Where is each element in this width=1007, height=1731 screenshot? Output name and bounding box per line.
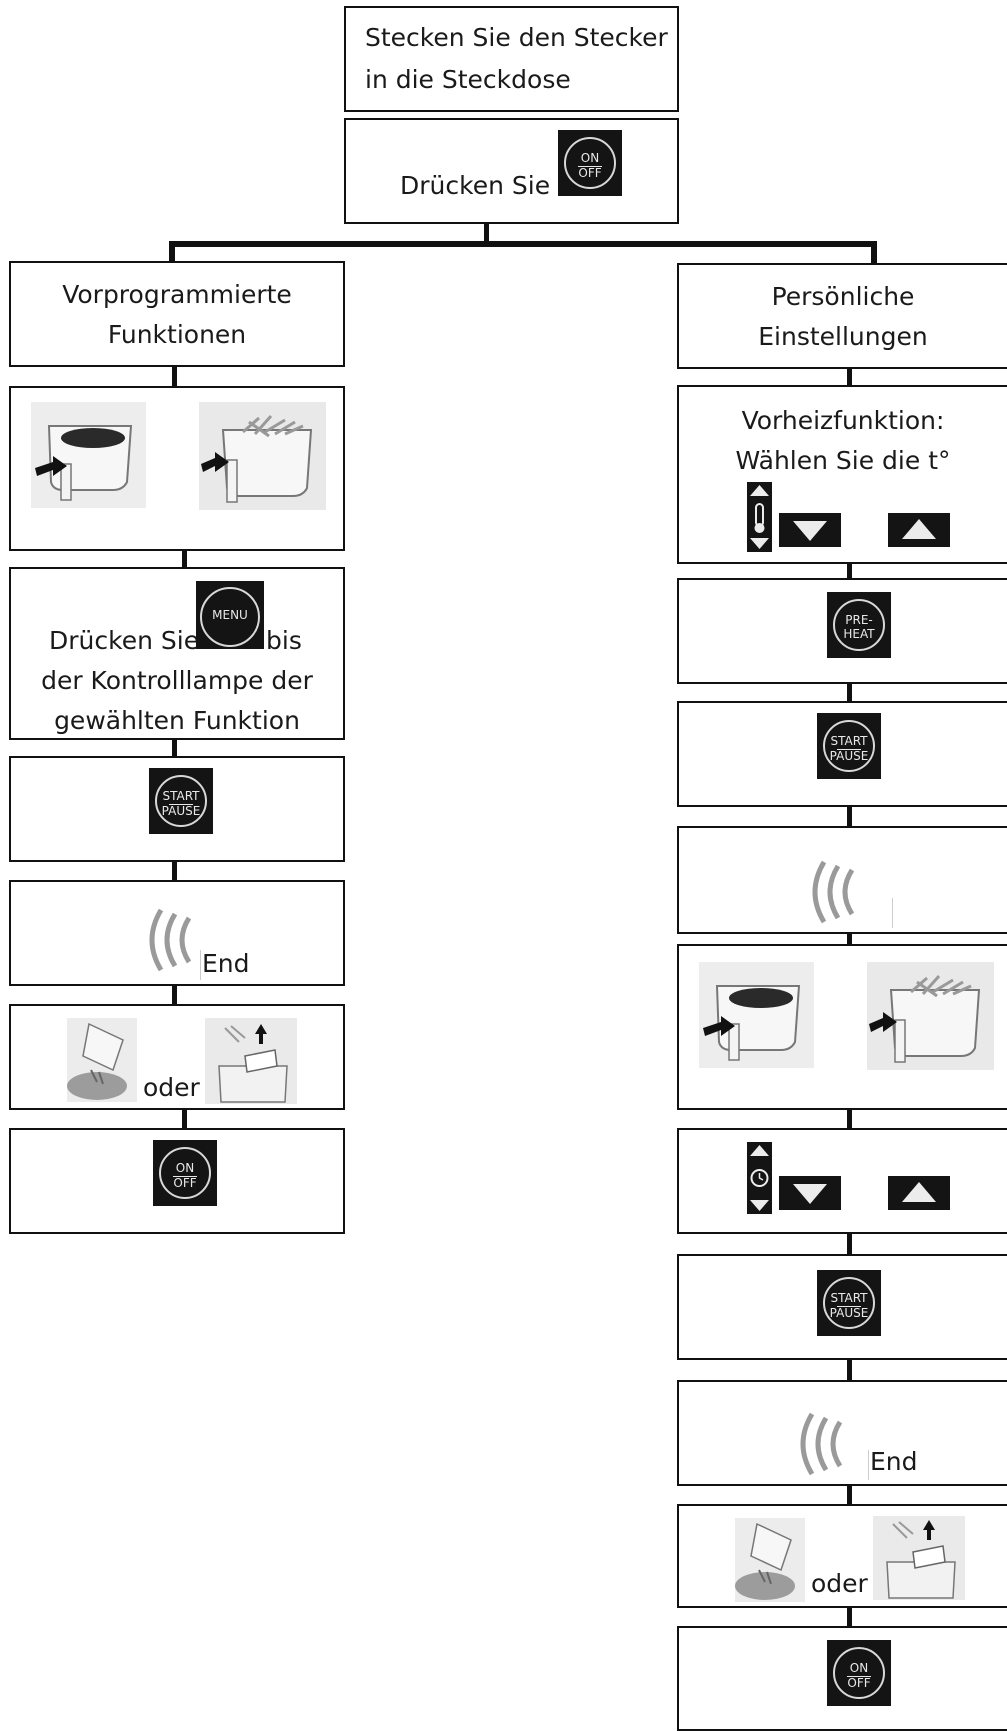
connector	[847, 806, 852, 828]
start-pause-step-left: START PAUSE	[9, 756, 345, 862]
on-off-button-icon: ON OFF	[153, 1140, 217, 1206]
timer-step	[677, 1128, 1007, 1234]
menu-text-line2: der Kontrolllampe der	[41, 666, 313, 695]
press-label: Drücken Sie	[400, 171, 551, 200]
empty-basket-image	[67, 1018, 137, 1102]
basket-with-fries-image	[867, 962, 994, 1070]
connector	[484, 222, 489, 244]
start-pause-button-icon: START PAUSE	[817, 1270, 881, 1336]
connector-horizontal	[169, 241, 877, 247]
preheat-button-icon: PRE- HEAT	[827, 592, 891, 658]
connector	[182, 549, 187, 569]
sound-waves-icon	[149, 908, 192, 972]
lift-basket-image	[205, 1018, 297, 1104]
clock-icon	[747, 1142, 772, 1214]
start-pause-button-icon: START PAUSE	[149, 768, 213, 834]
connector	[182, 1108, 187, 1130]
right-title-line2: Einstellungen	[758, 322, 928, 351]
temp-up-arrow-icon	[888, 513, 950, 547]
signal-divider	[892, 898, 893, 928]
connector	[847, 932, 852, 946]
on-off-button-icon: ON OFF	[558, 130, 622, 196]
plug-in-line1: Stecken Sie den Stecker	[365, 23, 668, 52]
start-pause-step-right-1: START PAUSE	[677, 701, 1007, 807]
connector	[847, 683, 852, 703]
connector	[847, 1232, 852, 1256]
end-signal-step-right: End	[677, 1380, 1007, 1486]
plug-in-step: Stecken Sie den Stecker in die Steckdose	[344, 6, 679, 112]
connector	[847, 1108, 852, 1130]
preprogrammed-functions-header: Vorprogrammierte Funktionen	[9, 261, 345, 367]
thermometer-icon	[747, 482, 772, 552]
preheat-line2: Wählen Sie die t°	[735, 446, 951, 475]
menu-select-step: Drücken Sie MENU bis der Kontrolllampe d…	[9, 567, 345, 740]
connector	[847, 1484, 852, 1504]
preheat-button-step: PRE- HEAT	[677, 578, 1007, 684]
lift-basket-image	[873, 1516, 965, 1600]
sound-waves-icon	[800, 1412, 843, 1476]
plug-in-line2: in die Steckdose	[365, 65, 571, 94]
connector	[172, 365, 177, 388]
start-pause-button-icon: START PAUSE	[817, 713, 881, 779]
left-title-line2: Funktionen	[107, 320, 247, 349]
or-label-left: oder	[143, 1073, 200, 1102]
end-divider	[200, 950, 201, 980]
press-power-step: Drücken Sie ON OFF	[344, 118, 679, 224]
connector	[172, 738, 177, 758]
connector	[847, 562, 852, 580]
end-signal-step-left: End	[9, 880, 345, 986]
basket-with-fries-image	[199, 402, 326, 510]
power-off-step-right: ON OFF	[677, 1626, 1007, 1731]
end-divider	[868, 1450, 869, 1480]
connector	[172, 860, 177, 882]
power-off-step-left: ON OFF	[9, 1128, 345, 1234]
basket-insert-step	[9, 386, 345, 551]
right-title-line1: Persönliche	[771, 282, 915, 311]
connector	[847, 1606, 852, 1626]
basket-insert-step-right	[677, 944, 1007, 1110]
menu-text-until: bis	[266, 626, 302, 655]
connector	[169, 241, 175, 263]
temp-down-arrow-icon	[779, 513, 841, 547]
connector	[172, 984, 177, 1006]
or-label-right: oder	[811, 1569, 868, 1598]
end-label-left: End	[202, 949, 250, 978]
remove-food-step-right: oder	[677, 1504, 1007, 1608]
empty-basket-image	[735, 1518, 805, 1602]
on-off-button-icon: ON OFF	[827, 1640, 891, 1706]
connector	[871, 241, 877, 263]
personal-settings-header: Persönliche Einstellungen	[677, 263, 1007, 369]
menu-text-line3: gewählten Funktion	[54, 706, 300, 735]
preheat-temperature-step: Vorheizfunktion: Wählen Sie die t°	[677, 385, 1007, 564]
sound-waves-icon	[812, 860, 855, 924]
preheat-signal-step	[677, 826, 1007, 934]
basket-pull-out-image	[699, 962, 814, 1068]
left-title-line1: Vorprogrammierte	[62, 280, 292, 309]
basket-pull-out-image	[31, 402, 146, 508]
time-up-arrow-icon	[888, 1176, 950, 1210]
time-down-arrow-icon	[779, 1176, 841, 1210]
remove-food-step-left: oder	[9, 1004, 345, 1110]
menu-text-press: Drücken Sie	[49, 626, 200, 655]
menu-button-icon: MENU	[196, 581, 264, 649]
end-label-right: End	[870, 1447, 918, 1476]
preheat-line1: Vorheizfunktion:	[741, 406, 945, 435]
connector	[847, 1358, 852, 1382]
start-pause-step-right-2: START PAUSE	[677, 1254, 1007, 1360]
connector	[847, 367, 852, 387]
